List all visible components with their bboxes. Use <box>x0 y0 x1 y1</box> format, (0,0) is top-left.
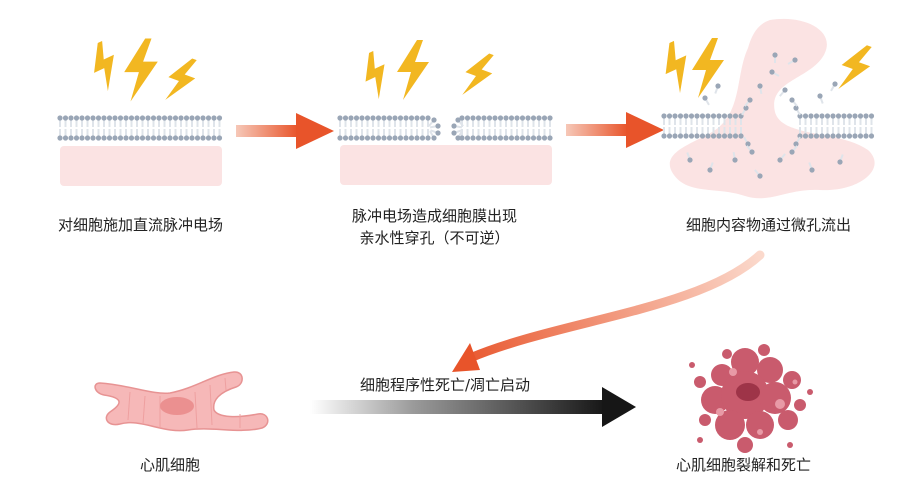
apoptosis-arrow-label: 细胞程序性死亡/凋亡启动 <box>360 376 531 394</box>
cytoplasm-block <box>340 145 552 185</box>
panel-pore-formation <box>337 40 553 185</box>
cell-death-label: 心肌细胞裂解和死亡 <box>676 456 812 474</box>
panel-electric-field <box>57 38 223 186</box>
lightning-bolt-icon <box>355 40 499 102</box>
lysed-cell-icon <box>689 344 813 453</box>
cell-membrane-with-pore <box>337 115 553 141</box>
cell-membrane <box>57 115 223 141</box>
dark-arrow-icon <box>310 387 636 427</box>
orange-arrow-icon <box>566 112 664 148</box>
step1-label: 对细胞施加直流脉冲电场 <box>58 216 224 234</box>
lightning-bolt-icon <box>83 38 202 107</box>
broken-cell-membrane <box>661 97 875 155</box>
cytoplasm-block <box>60 146 222 186</box>
cardiac-cell-icon <box>94 371 269 432</box>
step3-label: 细胞内容物通过微孔流出 <box>686 216 852 234</box>
step2-label-line2: 亲水性穿孔（不可逆） <box>359 229 510 247</box>
scattered-lipids <box>686 52 844 179</box>
curved-arrow-icon <box>452 250 765 372</box>
leaking-cytoplasm <box>669 18 875 199</box>
step2-label-line1: 脉冲电场造成细胞膜出现 <box>352 207 518 225</box>
cell-nucleus <box>160 397 194 415</box>
panel-content-leakage <box>654 18 877 199</box>
step2-label: 脉冲电场造成细胞膜出现 亲水性穿孔（不可逆） <box>352 205 517 249</box>
cardiac-cell-label: 心肌细胞 <box>140 456 201 474</box>
cell-nucleus <box>736 383 760 401</box>
orange-arrow-icon <box>236 113 334 149</box>
